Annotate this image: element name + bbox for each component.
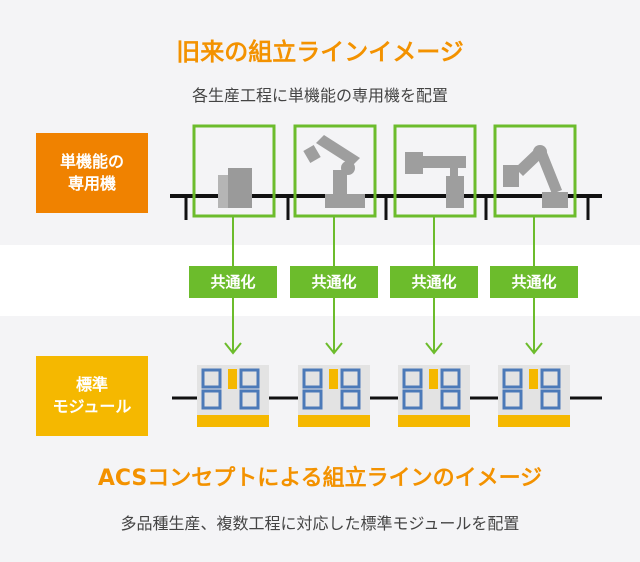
standard-module-icon [498, 365, 570, 427]
arrow-head-3 [425, 342, 443, 355]
robot-arm-icon [303, 135, 365, 208]
arrow-head-2 [325, 342, 343, 355]
common-label-4: 共通化 [490, 266, 578, 298]
common-label-3: 共通化 [390, 266, 478, 298]
acs-subtitle: 多品種生産、複数工程に対応した標準モジュールを配置 [120, 514, 520, 533]
arrow-head-1 [224, 342, 242, 355]
legacy-title: 旧来の組立ラインイメージ [176, 38, 464, 66]
standard-module-tag: 標準 モジュール [36, 356, 148, 436]
common-label-2: 共通化 [290, 266, 378, 298]
standard-module-icon [298, 365, 370, 427]
single-function-tag: 単機能の 専用機 [36, 133, 148, 213]
standard-module-icon [398, 365, 470, 427]
box-station-icon [218, 168, 252, 208]
acs-title: ACSコンセプトによる組立ラインのイメージ [97, 466, 543, 491]
arrow-head-4 [525, 342, 543, 355]
legacy-subtitle: 各生産工程に単機能の専用機を配置 [191, 86, 448, 105]
conveyor-posts [184, 196, 590, 220]
standard-module-icon [197, 365, 269, 427]
gantry-press-icon [405, 152, 466, 208]
articulated-arm-icon [503, 145, 568, 208]
common-label-1: 共通化 [189, 266, 277, 298]
